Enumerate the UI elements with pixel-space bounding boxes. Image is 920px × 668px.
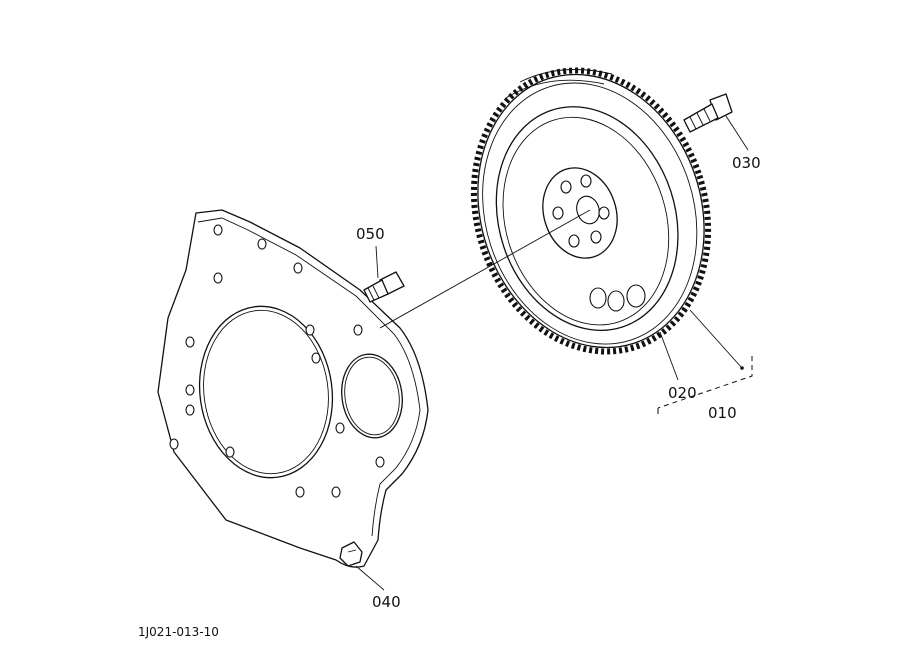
back-plate-starter-opening xyxy=(341,353,403,439)
ring-gear-teeth xyxy=(470,67,712,355)
back-plate-main-bore xyxy=(198,305,334,479)
flywheel-face xyxy=(495,106,679,331)
assembly-axis xyxy=(379,209,591,329)
balance-pocket xyxy=(626,284,646,308)
callout-040: 040 xyxy=(372,593,401,611)
callout-020: 020 xyxy=(668,384,697,402)
leader-lines xyxy=(355,115,753,591)
drawing-id: 1J021-013-10 xyxy=(138,625,219,639)
callout-030: 030 xyxy=(732,154,761,172)
bolt-050 xyxy=(363,271,405,303)
back-plate-outline xyxy=(157,209,429,568)
flywheel-assembly xyxy=(470,67,712,355)
back-plate xyxy=(157,209,429,568)
callout-050: 050 xyxy=(356,225,385,243)
back-plate-bolt-holes xyxy=(169,224,385,498)
balance-pocket xyxy=(607,290,625,312)
callout-010: 010 xyxy=(708,404,737,422)
nut-040 xyxy=(339,541,363,567)
flywheel-hub xyxy=(542,167,618,259)
bolt-030 xyxy=(683,93,733,133)
balance-pocket xyxy=(589,287,607,309)
